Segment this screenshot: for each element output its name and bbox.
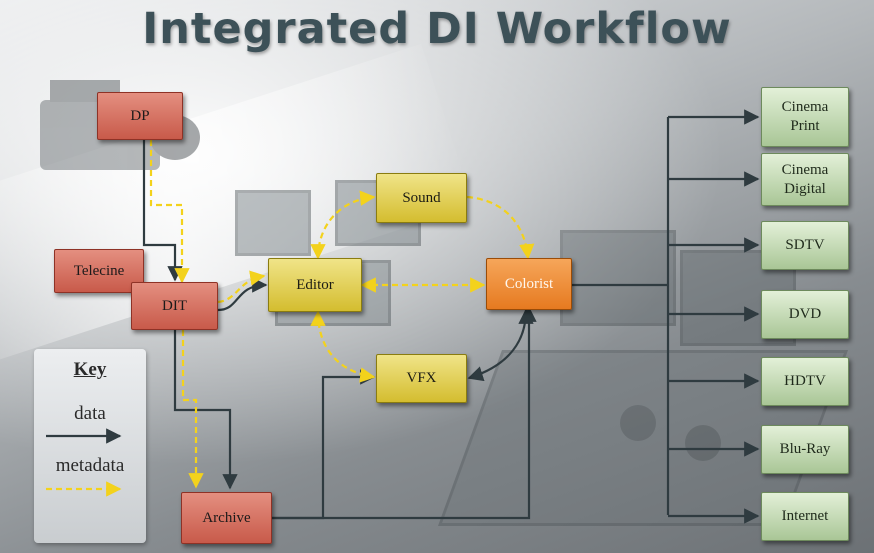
legend-data-label: data (74, 403, 106, 424)
node-colorist: Colorist (486, 258, 572, 310)
data-arrow-archive-colorist (272, 306, 537, 520)
data-arrow-vfx-colorist (467, 308, 534, 382)
data-arrow-dit-editor (217, 277, 268, 312)
data-arrow-dp-dit (142, 140, 183, 282)
output-cinema-digital: Cinema Digital (761, 153, 849, 206)
color-grading-console-photo (437, 230, 849, 530)
meta-arrow-dit-archive (181, 330, 204, 489)
node-dit: DIT (131, 282, 218, 330)
data-arrow-archive-vfx (272, 369, 376, 520)
meta-arrow-dp-dit (149, 140, 190, 284)
node-vfx: VFX (376, 354, 467, 403)
output-bluray: Blu-Ray (761, 425, 849, 474)
meta-arrow-editor-vfx (310, 310, 376, 383)
node-telecine: Telecine (54, 249, 144, 293)
output-dvd: DVD (761, 290, 849, 339)
legend-metadata-label: metadata (55, 455, 125, 476)
meta-arrow-editor-sound (310, 190, 376, 260)
output-internet: Internet (761, 492, 849, 541)
output-cinema-print: Cinema Print (761, 87, 849, 147)
node-editor: Editor (268, 258, 362, 312)
output-hdtv: HDTV (761, 357, 849, 406)
legend-swatches (46, 428, 122, 497)
meta-arrow-sound-colorist (466, 195, 535, 260)
meta-arrow-dit-editor (217, 270, 266, 304)
legend-title: Key (73, 359, 107, 380)
node-dp: DP (97, 92, 183, 140)
node-sound: Sound (376, 173, 467, 223)
data-arrow-dit-archive (173, 330, 238, 490)
slide-title: Integrated DI Workflow (142, 4, 732, 54)
node-archive: Archive (181, 492, 272, 544)
legend-key: Key data metadata (34, 349, 146, 543)
output-sdtv: SDTV (761, 221, 849, 270)
